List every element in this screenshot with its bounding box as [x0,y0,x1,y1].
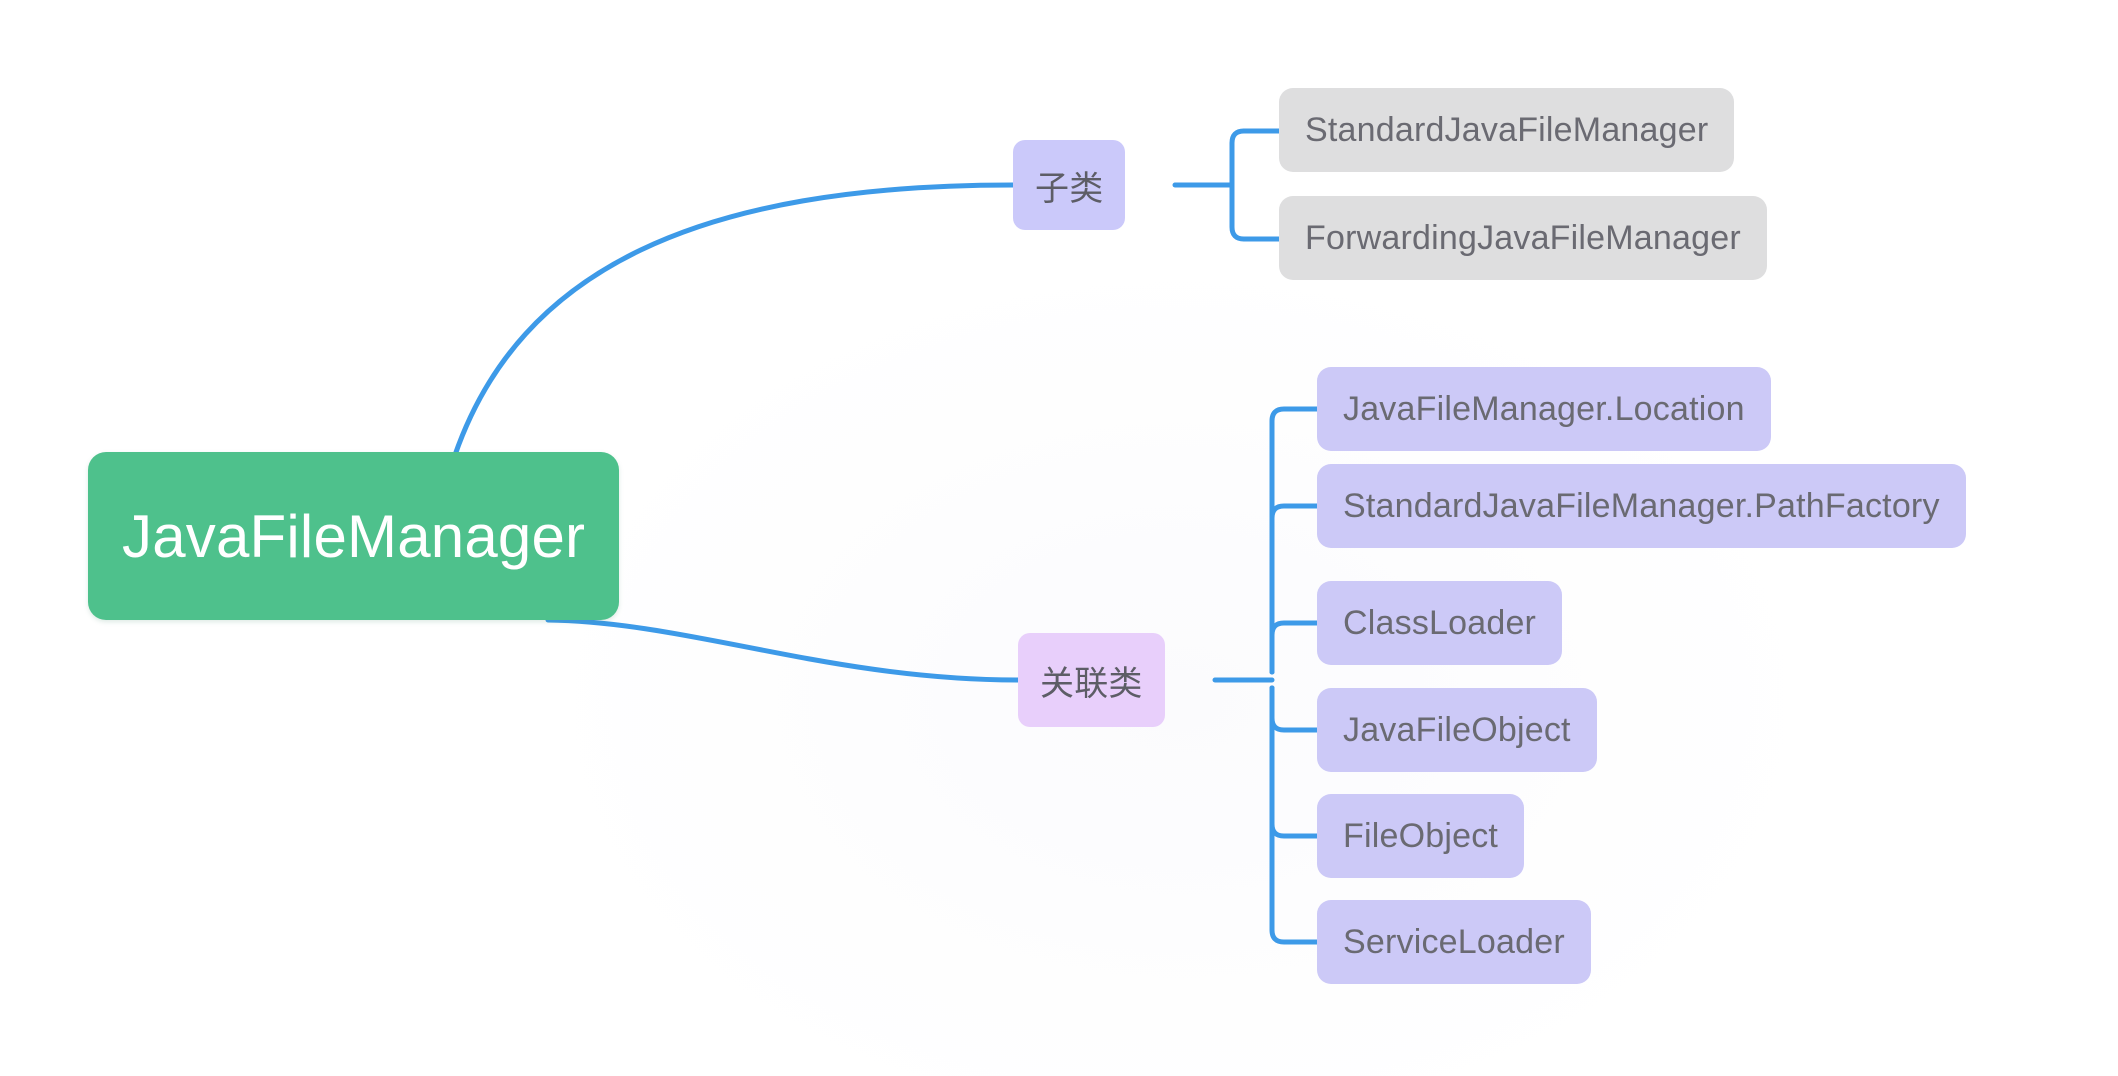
leaf-node-label: FileObject [1343,816,1499,855]
edge-related-to-child-5 [1269,685,1321,945]
edge-related-to-child-2 [1269,620,1321,675]
edge-related-to-child-3 [1269,685,1321,733]
root-node[interactable]: JavaFileManager [88,452,620,620]
branch-node-subclass-label: 子类 [1035,169,1104,208]
leaf-node-javafileobject[interactable]: JavaFileObject [1317,688,1597,772]
edge-related-to-child-0 [1269,406,1321,675]
branch-node-subclass[interactable]: 子类 [1013,140,1126,230]
leaf-node-label: ForwardingJavaFileManager [1305,218,1741,257]
edge-related-to-child-1 [1269,503,1321,675]
edge-subclass-to-child-1 [1229,189,1285,242]
leaf-node-fileobject[interactable]: FileObject [1317,794,1525,878]
leaf-node-forwardingjavafilemanager[interactable]: ForwardingJavaFileManager [1279,196,1767,280]
leaf-node-label: ServiceLoader [1343,922,1565,961]
leaf-node-classloader[interactable]: ClassLoader [1317,581,1563,665]
leaf-node-javafilemanager-location[interactable]: JavaFileManager.Location [1317,367,1771,451]
leaf-node-standardjavafilemanager[interactable]: StandardJavaFileManager [1279,88,1735,172]
edge-subclass-bracket [1229,128,1278,242]
edge-related-to-child-4 [1269,685,1321,839]
root-node-label: JavaFileManager [122,502,586,570]
leaf-node-label: StandardJavaFileManager [1305,110,1709,149]
branch-node-related[interactable]: 关联类 [1018,633,1165,727]
branch-node-related-label: 关联类 [1040,664,1143,703]
leaf-node-label: JavaFileManager.Location [1343,389,1745,428]
leaf-node-label: JavaFileObject [1343,710,1571,749]
leaf-node-label: StandardJavaFileManager.PathFactory [1343,486,1940,525]
edge-subclass-to-child-0 [1229,128,1285,181]
leaf-node-label: ClassLoader [1343,603,1537,642]
leaf-node-standardjavafilemanager-pathfactory[interactable]: StandardJavaFileManager.PathFactory [1317,464,1966,548]
edge-root-to-related [545,617,1021,683]
edge-root-to-subclass [452,182,1016,458]
leaf-node-serviceloader[interactable]: ServiceLoader [1317,900,1591,984]
